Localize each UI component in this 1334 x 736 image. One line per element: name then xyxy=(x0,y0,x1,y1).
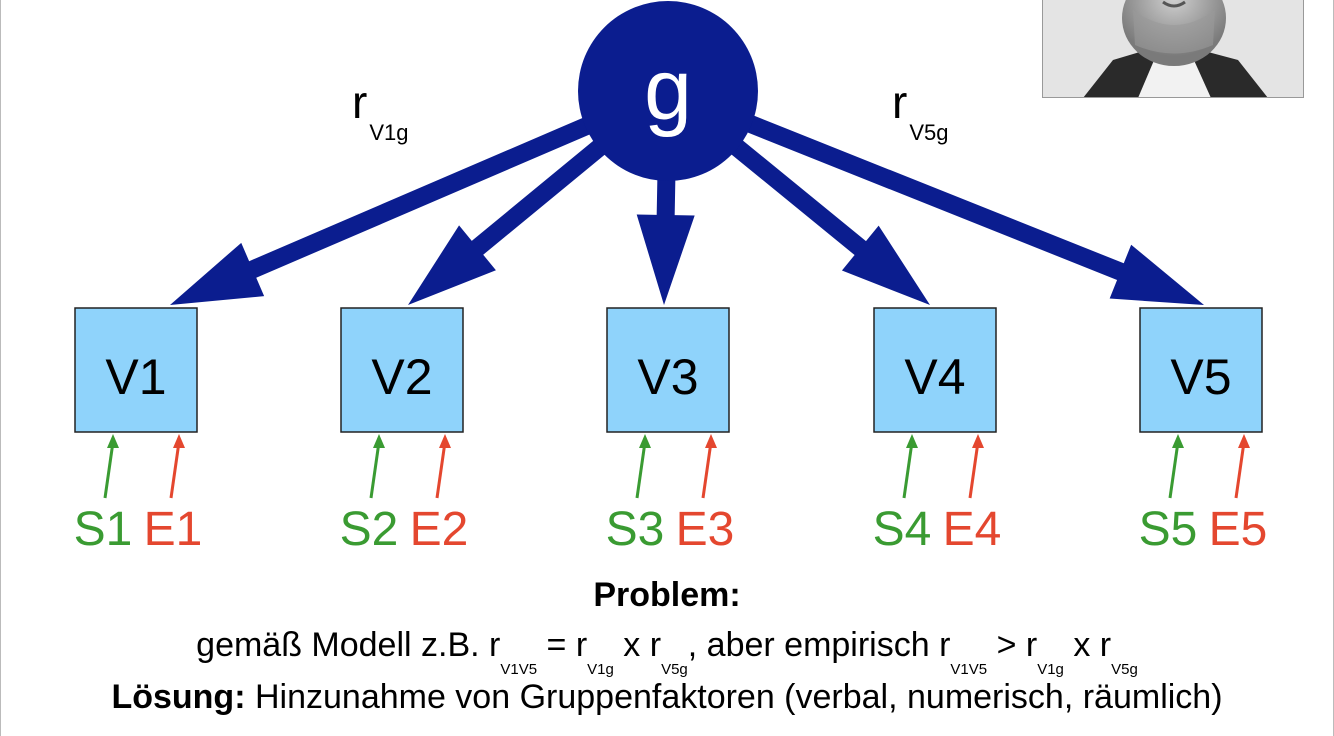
loading-arrow-v3 xyxy=(636,170,695,305)
line1-c-sub: V5g xyxy=(661,661,688,678)
loading-label-1: rV1g xyxy=(352,76,408,145)
loading-label-2: rV5g xyxy=(892,76,948,145)
solution-text: Hinzunahme von Gruppenfaktoren (verbal, … xyxy=(245,678,1223,716)
error-arrow-e2 xyxy=(435,434,451,499)
solution-label: Lösung: xyxy=(111,678,246,716)
error-arrow-e1 xyxy=(169,434,185,499)
specific-arrow-s4 xyxy=(902,434,918,499)
variable-box-v5 xyxy=(1139,307,1263,433)
error-arrow-e3 xyxy=(701,434,717,499)
line1-a-sub: V1V5 xyxy=(500,661,538,678)
error-arrow-e5 xyxy=(1234,434,1250,499)
loading-labels: rV1g rV5g xyxy=(352,76,948,145)
specific-arrow-s1 xyxy=(103,434,119,499)
variable-label-v1: V1 xyxy=(105,349,166,405)
specific-arrow-s5 xyxy=(1168,434,1184,499)
error-label-e3: E3 xyxy=(676,503,735,556)
line1-d: , aber empirisch r xyxy=(687,626,951,664)
variable-label-v2: V2 xyxy=(371,349,432,405)
specific-label-s5: S5 xyxy=(1139,503,1198,556)
specific-label-s3: S3 xyxy=(606,503,665,556)
variable-boxes: V1 V2 V3 V4 V5 xyxy=(74,307,1263,433)
variable-box-v3 xyxy=(606,307,730,433)
loading-arrow-v2 xyxy=(408,134,612,305)
variable-box-v1 xyxy=(74,307,198,433)
frame-left xyxy=(0,0,1,736)
line1-e-sub: V1g xyxy=(1037,661,1064,678)
error-label-e5: E5 xyxy=(1209,503,1268,556)
specific-label-s2: S2 xyxy=(340,503,399,556)
error-label-e4: E4 xyxy=(943,503,1002,556)
line1-b-sub: V1g xyxy=(587,661,614,678)
variable-label-v4: V4 xyxy=(904,349,965,405)
specific-arrow-s3 xyxy=(635,434,651,499)
factor-circle xyxy=(578,1,758,181)
factor-label: g xyxy=(644,42,692,138)
line1-f: x r xyxy=(1063,626,1112,664)
error-label-e2: E2 xyxy=(410,503,469,556)
problem-line: gemäß Modell z.B. rV1V5 = rV1g x rV5g, a… xyxy=(0,626,1334,678)
specific-label-s4: S4 xyxy=(873,503,932,556)
error-label-e1: E1 xyxy=(144,503,203,556)
specific-arrow-s2 xyxy=(369,434,385,499)
loading-arrow-v4 xyxy=(724,134,930,305)
variable-box-v2 xyxy=(340,307,464,433)
solution-line: Lösung: Hinzunahme von Gruppenfaktoren (… xyxy=(0,678,1334,717)
line1-f-sub: V5g xyxy=(1111,661,1138,678)
error-arrow-e4 xyxy=(968,434,984,499)
line1-a: gemäß Modell z.B. r xyxy=(196,626,501,664)
specific-label-s1: S1 xyxy=(74,503,133,556)
line1-d-sub: V1V5 xyxy=(950,661,988,678)
factor-g-node: g xyxy=(578,1,758,181)
loading-arrows xyxy=(170,112,1204,305)
variable-box-v4 xyxy=(873,307,997,433)
portrait-photo xyxy=(1042,0,1304,98)
problem-heading: Problem: xyxy=(593,576,741,614)
variable-label-v3: V3 xyxy=(637,349,698,405)
line1-e: > r xyxy=(987,626,1038,664)
loading-arrow-v5 xyxy=(738,112,1204,305)
line1-b: = r xyxy=(537,626,588,664)
loading-arrow-v1 xyxy=(170,114,599,305)
line1-c: x r xyxy=(613,626,662,664)
variable-label-v5: V5 xyxy=(1170,349,1231,405)
